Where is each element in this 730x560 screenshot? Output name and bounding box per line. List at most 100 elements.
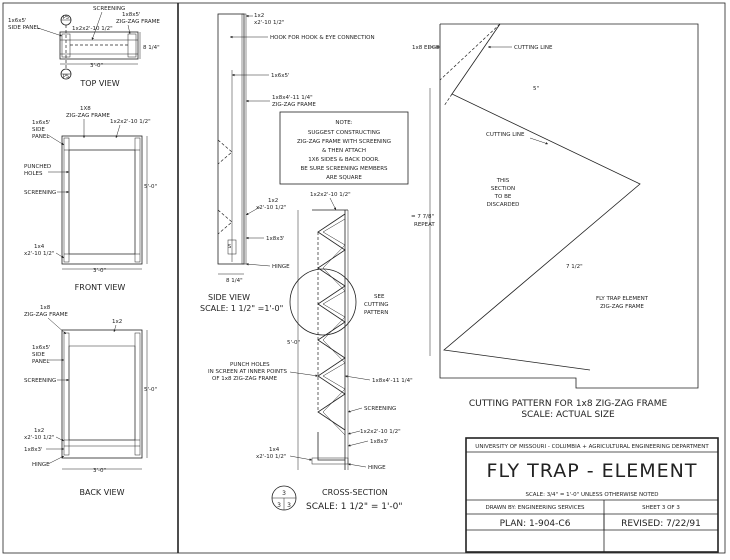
punch-label-2: IN SCREEN AT INNER POINTS	[208, 369, 288, 375]
rail-label: 1x2x2'-10 1/2"	[360, 429, 401, 435]
repeat-dim: = 7 7/8"	[411, 214, 434, 220]
note-line-3: ZIG-ZAG FRAME WITH SCREENING	[297, 139, 391, 145]
zigzag-label: 1X8	[80, 106, 91, 112]
cutting-pattern-scale: SCALE: ACTUAL SIZE	[521, 410, 615, 420]
width-dim: 3'-0"	[93, 468, 106, 474]
side-label-3: PANEL	[32, 359, 50, 365]
rail-label: 1x2x2'-10 1/2"	[110, 119, 151, 125]
ref-top: P5	[63, 15, 69, 21]
top-label-2: x2'-10 1/2"	[254, 20, 284, 26]
rail-label: 1x2	[34, 428, 44, 434]
side-label-2: SIDE	[32, 127, 45, 133]
side-view-title: SIDE VIEW	[208, 293, 250, 302]
screening-label: SCREENING	[24, 190, 56, 196]
hinge-label: HINGE	[368, 465, 386, 471]
zigzag-frame	[317, 213, 346, 431]
organization: UNIVERSITY OF MISSOURI - COLUMBIA + AGRI…	[475, 444, 709, 450]
bottom-label: 1x4	[34, 244, 45, 250]
drawing-scale: SCALE: 3/4" = 1'-0" UNLESS OTHERWISE NOT…	[525, 492, 658, 498]
top-view: P5 P5 1x6x5' SIDE PANEL SCREENING 1x2x2'…	[8, 6, 160, 88]
drawn-by: DRAWN BY: ENGINEERING SERVICES	[485, 505, 585, 511]
drawing-title: FLY TRAP - ELEMENT	[487, 460, 698, 482]
side-view-scale: SCALE: 1 1/2" =1'-0"	[200, 304, 283, 313]
discard-2: SECTION	[491, 186, 515, 192]
side-panel-label-2: SIDE PANEL	[8, 25, 41, 31]
holes-label: HOLES	[24, 171, 43, 177]
dim-5: 5"	[533, 86, 539, 92]
frame-label: 1x8x4'-11 1/4"	[272, 95, 313, 101]
ref-bottom: P5	[63, 74, 69, 80]
note-box: NOTE: SUGGEST CONSTRUCTING ZIG-ZAG FRAME…	[279, 111, 409, 185]
screening-mesh	[68, 149, 136, 255]
sheet-border	[2, 2, 726, 554]
dim-7: 7 1/2"	[566, 264, 583, 270]
revised-date: REVISED: 7/22/91	[621, 519, 701, 529]
side-label: 1x6x5'	[32, 120, 51, 126]
cross-section-title: CROSS-SECTION	[322, 488, 388, 497]
side-label: 1x6x5'	[32, 345, 51, 351]
bottom-label-2: x2'-10 1/2"	[256, 454, 286, 460]
top-view-title: TOP VIEW	[79, 79, 119, 88]
side-label: 1x6x5'	[271, 73, 290, 79]
depth-dim: 8 1/4"	[226, 278, 243, 284]
sheet-number: SHEET 3 OF 3	[642, 505, 680, 511]
hook-label: HOOK FOR HOOK & EYE CONNECTION	[270, 35, 375, 41]
height-dim: 5'-0"	[144, 184, 157, 190]
width-dim: 3'-0"	[90, 63, 103, 69]
punch-label-3: OF 1x8 ZIG-ZAG FRAME	[212, 376, 278, 382]
note-line-1: NOTE:	[335, 120, 352, 126]
rail-label-2: x2'-10 1/2"	[256, 205, 286, 211]
zigzag-label-2: ZIG-ZAG FRAME	[66, 113, 110, 119]
door-label: 1x8x3'	[370, 439, 389, 445]
frame-label: 1x8x4'-11 1/4"	[372, 378, 413, 384]
screening-mesh	[68, 345, 136, 441]
title-block: UNIVERSITY OF MISSOURI - COLUMBIA + AGRI…	[465, 437, 719, 553]
ref-top: 3	[282, 490, 286, 497]
cross-section: 1x2x2'-10 1/2" SEE CUTTING PATTERN 5'-0"…	[208, 192, 413, 512]
side-label-3: PANEL	[32, 134, 50, 140]
punched-label: PUNCHED	[24, 164, 51, 170]
bottom-label: 1x4	[269, 447, 280, 453]
side-view: S 1x2 x2'-10 1/2" HOOK FOR HOOK & EYE CO…	[200, 13, 375, 313]
plan-number: PLAN: 1-904-C6	[500, 519, 571, 529]
side-label-2: SIDE	[32, 352, 45, 358]
back-view: 1x8 ZIG-ZAG FRAME 1x2 1x6x5' SIDE PANEL …	[24, 305, 157, 497]
screening-label: SCREENING	[24, 378, 56, 384]
top-label: 1x2	[254, 13, 264, 19]
back-view-title: BACK VIEW	[80, 488, 125, 497]
punch-label-1: PUNCH HOLES	[230, 362, 270, 368]
note-line-6: BE SURE SCREENING MEMBERS	[300, 166, 388, 172]
note-line-2: SUGGEST CONSTRUCTING	[308, 130, 380, 136]
zigzag-label: 1x8	[40, 305, 51, 311]
cutting-label: CUTTING	[364, 302, 389, 308]
note-line-4: & THEN ATTACH	[322, 148, 366, 154]
hook-mark: S	[228, 244, 231, 250]
bottom-label-2: x2'-10 1/2"	[24, 251, 54, 257]
rail-label-2: x2'-10 1/2"	[24, 435, 54, 441]
pattern-label: PATTERN	[364, 310, 388, 316]
width-dim: 3'-0"	[93, 268, 106, 274]
ref-right: 3	[287, 502, 291, 509]
discard-3: TO BE	[494, 194, 512, 200]
note-line-7: ARE SQUARE	[326, 175, 362, 181]
frame-label-2: ZIG-ZAG FRAME	[272, 102, 316, 108]
cutting-line-1: CUTTING LINE	[514, 45, 553, 51]
note-line-5: 1X6 SIDES & BACK DOOR.	[308, 157, 380, 163]
front-view-title: FRONT VIEW	[75, 283, 126, 292]
rail-label: 1x2x2'-10 1/2"	[72, 26, 113, 32]
cutting-pattern: 1x8 EDGE CUTTING LINE 5" CUTTING LINE TH…	[411, 23, 699, 420]
screening-label: SCREENING	[93, 6, 125, 12]
depth-dim: 8 1/4"	[143, 45, 160, 51]
element-label-2: ZIG-ZAG FRAME	[600, 304, 644, 310]
detail-circle	[289, 268, 357, 336]
door-label: 1x8x3'	[266, 236, 285, 242]
side-panel-label: 1x6x5'	[8, 18, 27, 24]
height-dim: 5'-0"	[287, 340, 300, 346]
see-label: SEE	[374, 294, 385, 300]
discard-4: DISCARDED	[487, 202, 520, 208]
zigzag-label-2: ZIG-ZAG FRAME	[24, 312, 68, 318]
screening-label: SCREENING	[364, 406, 396, 412]
hinge-label: HINGE	[32, 462, 50, 468]
